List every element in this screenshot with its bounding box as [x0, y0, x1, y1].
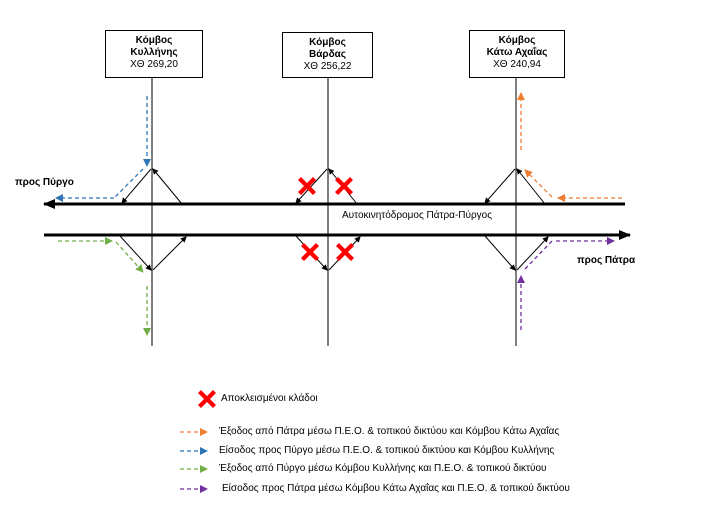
legend-item-orange: Έξοδος από Πάτρα μέσω Π.Ε.Ο. & τοπικού δ…: [219, 426, 560, 437]
closed-branch-x: [336, 243, 354, 261]
node-chainage: ΧΘ 240,94: [493, 59, 541, 70]
node-name-line1: Κόμβος: [498, 35, 536, 46]
direction-label-patra: προς Πάτρα: [577, 255, 636, 266]
highway-label: Αυτοκινητόδρομος Πάτρα-Πύργος: [342, 210, 493, 221]
local-roads: [151, 78, 517, 346]
route-orange-2: [524, 169, 553, 198]
node-name-line2: Κυλλήνης: [130, 47, 178, 58]
legend-item-green: Έξοδος από Πύργο μέσω Κόμβου Κυλλήνης κα…: [219, 463, 547, 474]
node-name-line2: Βάρδας: [309, 49, 346, 60]
node-chainage: ΧΘ 256,22: [303, 61, 352, 72]
closed-branches: [298, 177, 354, 261]
route-purple-2: [524, 240, 553, 270]
node-name-line2: Κάτω Αχαΐας: [486, 47, 548, 58]
legend-item-blue: Είσοδος προς Πύργο μέσω Π.Ε.Ο. & τοπικού…: [219, 445, 555, 456]
node-chainage: ΧΘ 269,20: [130, 59, 178, 70]
direction-label-pyrgos: προς Πύργο: [15, 177, 74, 188]
legend-item-purple: Είσοδος προς Πάτρα μέσω Κόμβου Κάτω Αχαΐ…: [222, 483, 570, 494]
node-name-line1: Κόμβος: [309, 37, 346, 48]
detour-routes: [55, 92, 622, 336]
node-box-kyllini: Κόμβος Κυλλήνης ΧΘ 269,20: [105, 30, 203, 78]
node-name-line1: Κόμβος: [135, 35, 173, 46]
legend-closed-icon: [198, 390, 216, 408]
closed-branch-x: [335, 177, 353, 195]
closed-branch-x: [298, 177, 316, 195]
node-box-varda: Κόμβος Βάρδας ΧΘ 256,22: [282, 32, 373, 78]
highway: [43, 199, 631, 240]
legend-closed-label: Αποκλεισμένοι κλάδοι: [221, 393, 318, 404]
closed-branch-x: [301, 243, 319, 261]
node-box-kato-achaia: Κόμβος Κάτω Αχαΐας ΧΘ 240,94: [469, 30, 565, 78]
legend-swatches: [180, 390, 216, 493]
